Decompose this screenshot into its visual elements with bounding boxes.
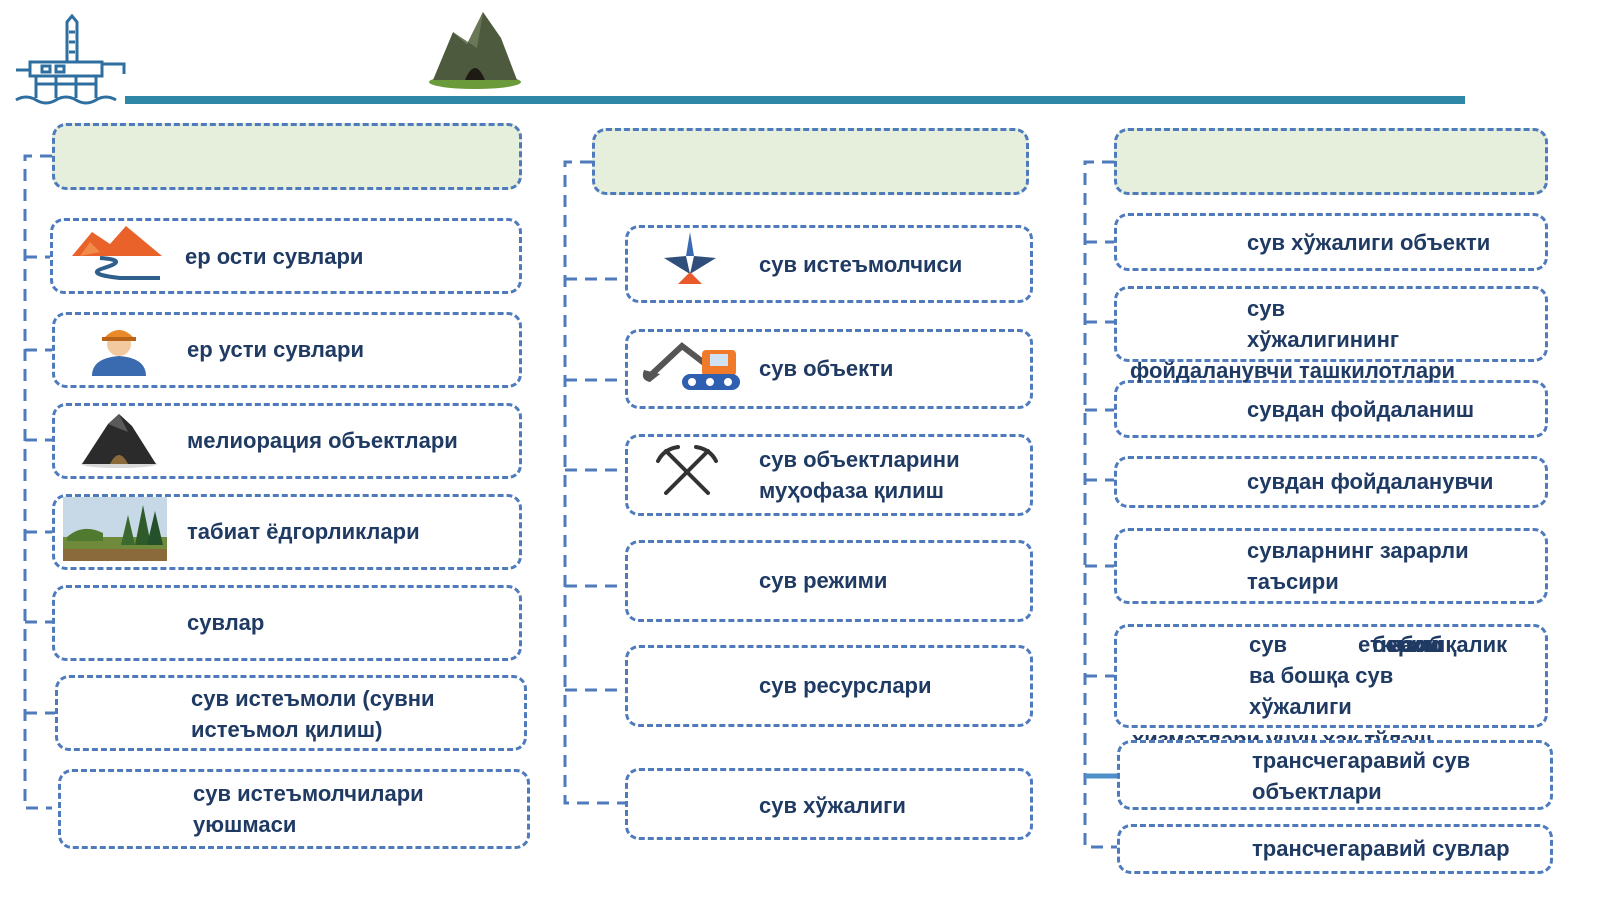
middle-item-water-management[interactable] bbox=[625, 768, 1033, 840]
left-item-consumers-association[interactable] bbox=[58, 769, 530, 849]
middle-item-label: сув истеъмолчиси bbox=[759, 252, 963, 277]
right-item-label: трансчегаравий сувлар bbox=[1252, 836, 1510, 861]
right-item-overflow-text: хизматлари учун ҳақ тўлаш bbox=[1132, 727, 1432, 744]
middle-item-water-consumer[interactable] bbox=[625, 225, 1033, 303]
right-item-label: сувдан фойдаланиш bbox=[1247, 397, 1475, 422]
middle-item-label: сув ресурслари bbox=[759, 673, 932, 698]
right-item-water-user[interactable] bbox=[1114, 456, 1548, 508]
right-item-label: сувдан фойдаланувчи bbox=[1247, 469, 1494, 494]
excavator-icon bbox=[642, 342, 740, 390]
right-item-overflow-word: бошқалик bbox=[1400, 632, 1508, 657]
middle-item-water-object[interactable] bbox=[625, 329, 1033, 409]
right-item-overflow-word: бериш bbox=[1372, 632, 1444, 657]
right-item-overflow-text: фойдаланувчи ташкилотлари bbox=[1130, 358, 1456, 383]
mountain-river-icon bbox=[72, 226, 162, 280]
right-column-header bbox=[1114, 128, 1548, 195]
right-item-water-services-fee[interactable] bbox=[1114, 624, 1548, 728]
middle-item-protection[interactable] bbox=[625, 434, 1033, 516]
right-item-management-orgs[interactable] bbox=[1114, 286, 1548, 362]
drill-rig-icon bbox=[664, 232, 716, 284]
middle-item-label: сув хўжалиги bbox=[759, 793, 906, 818]
left-item-label: сув истеъмолчилари уюшмаси bbox=[193, 781, 424, 837]
mine-entrance-icon bbox=[81, 414, 157, 468]
left-column-header bbox=[52, 123, 522, 190]
left-item-label: табиат ёдгорликлари bbox=[187, 519, 420, 544]
right-item-transboundary-objects[interactable] bbox=[1117, 740, 1553, 810]
forest-photo-icon bbox=[63, 497, 167, 561]
right-item-overflow-word: етказиб bbox=[1358, 632, 1443, 657]
right-item-label: сув хўжалиги объекти bbox=[1247, 230, 1491, 255]
right-item-water-facility[interactable] bbox=[1114, 213, 1548, 271]
middle-item-water-regime[interactable] bbox=[625, 540, 1033, 622]
right-item-label: сув ва бошқа сув хўжалиги bbox=[1249, 632, 1394, 719]
left-item-waters[interactable] bbox=[52, 585, 522, 661]
right-item-label: трансчегаравий сув объектлари bbox=[1252, 748, 1471, 804]
left-item-label: ер усти сувлари bbox=[187, 337, 364, 362]
left-item-label: сув истеъмоли (сувни истеъмол қилиш) bbox=[191, 686, 435, 742]
left-item-label: ер ости сувлари bbox=[185, 244, 364, 269]
mountain-cave-icon bbox=[429, 12, 521, 89]
middle-item-label: сув режими bbox=[759, 568, 888, 593]
right-item-overflow-word: ва bbox=[1388, 632, 1414, 657]
middle-item-label: сув объектларини муҳофаза қилиш bbox=[759, 447, 960, 503]
miner-icon bbox=[92, 330, 146, 376]
left-item-label: мелиорация объектлари bbox=[187, 428, 458, 453]
left-item-label: сувлар bbox=[187, 610, 265, 635]
left-item-underground-waters[interactable] bbox=[50, 218, 522, 294]
pickaxes-icon bbox=[656, 445, 718, 495]
middle-item-water-resources[interactable] bbox=[625, 645, 1033, 727]
right-item-label: сувларнинг зарарли таъсири bbox=[1247, 538, 1469, 594]
right-item-transboundary-waters[interactable] bbox=[1117, 824, 1553, 874]
left-item-water-consumption[interactable] bbox=[55, 675, 527, 751]
oil-platform-icon bbox=[15, 14, 126, 105]
middle-column-header bbox=[592, 128, 1029, 195]
right-item-harmful-effects[interactable] bbox=[1114, 528, 1548, 604]
right-item-water-use[interactable] bbox=[1114, 380, 1548, 438]
header-divider bbox=[125, 96, 1465, 104]
middle-item-label: сув объекти bbox=[759, 356, 894, 381]
right-item-label: сув хўжалигининг bbox=[1247, 296, 1400, 352]
